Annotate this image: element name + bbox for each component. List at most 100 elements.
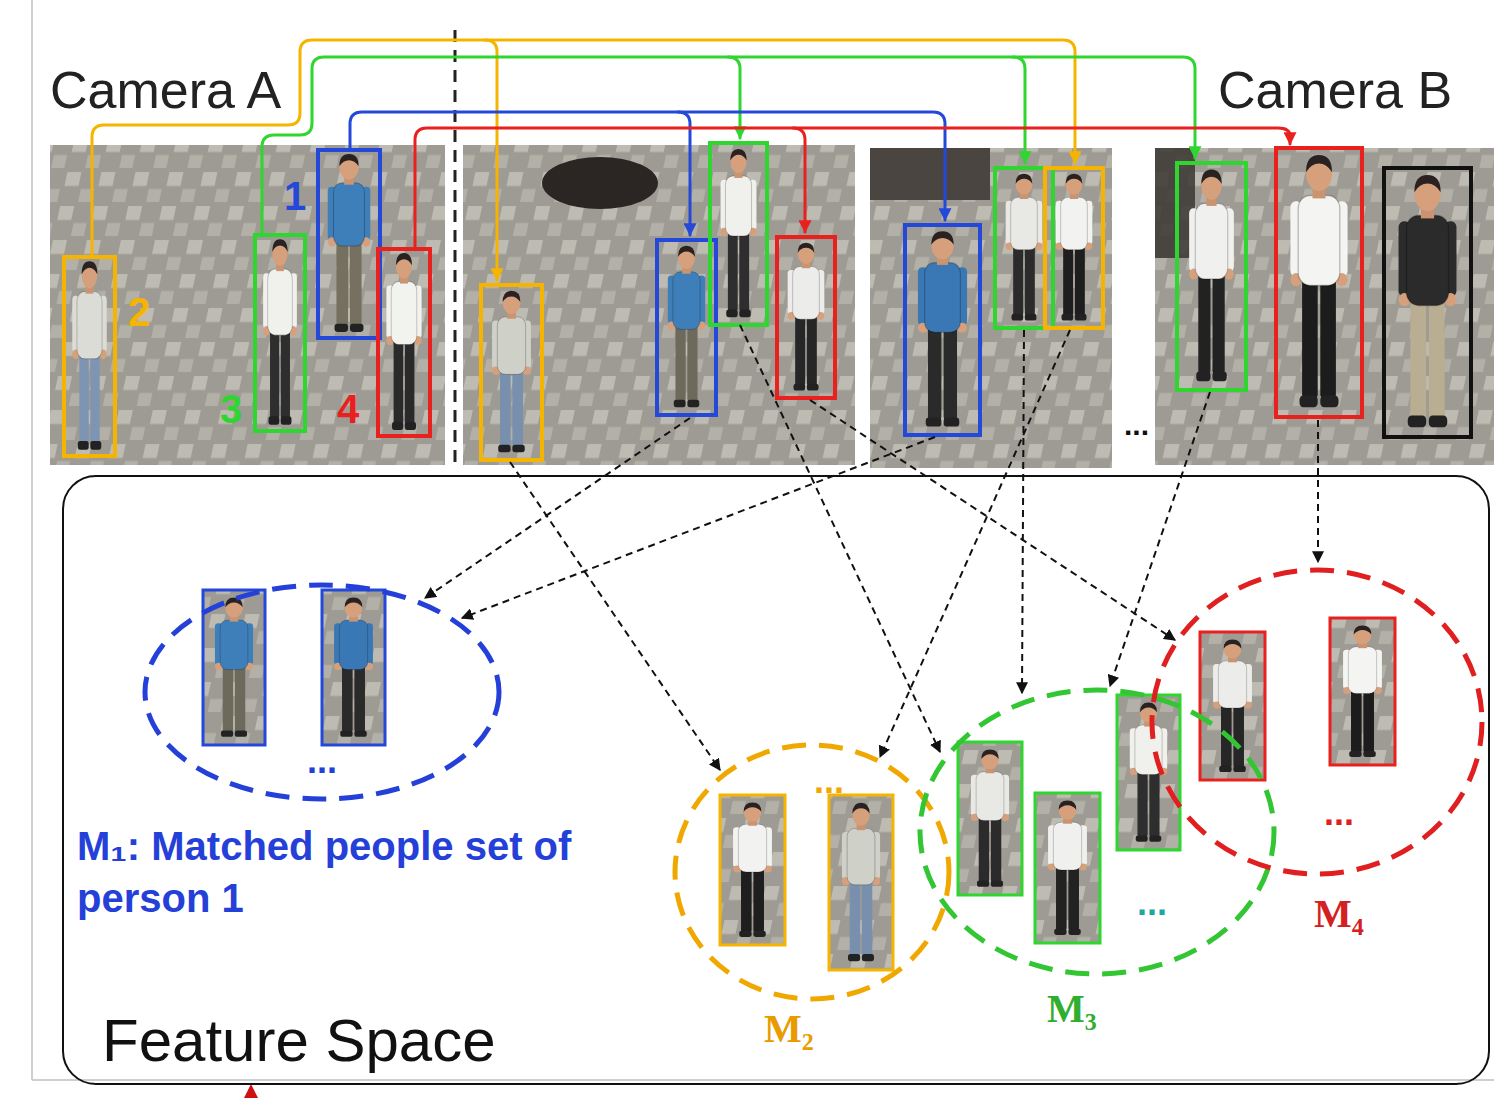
projection-arrow xyxy=(1110,392,1210,686)
person-thumbnail xyxy=(203,590,265,745)
detection-box xyxy=(1384,168,1471,437)
set-label: M₄ xyxy=(1314,892,1364,936)
camera-separator xyxy=(454,30,457,470)
match-arrow xyxy=(678,112,690,235)
person-thumbnail xyxy=(1330,618,1395,765)
ellipsis: ... xyxy=(814,763,844,799)
set-label: M₃ xyxy=(1047,987,1097,1031)
person-thumbnail xyxy=(1117,695,1180,850)
cluster-ellipse xyxy=(145,585,499,799)
ellipse-outline xyxy=(672,742,952,1002)
figure-part xyxy=(1330,618,1395,765)
photo-ground xyxy=(463,145,855,465)
person-figure xyxy=(1006,174,1043,321)
person-box: 3 xyxy=(253,233,307,433)
figure-part xyxy=(842,803,880,962)
figure-part xyxy=(215,598,253,737)
projection-arrow xyxy=(880,330,1070,757)
camera-label: Camera B xyxy=(1218,64,1452,116)
ellipsis: ... xyxy=(1124,410,1149,440)
person-figure xyxy=(1290,155,1347,407)
storefront xyxy=(870,148,990,200)
callout-number: 4 xyxy=(337,389,359,429)
set-label: M₁: Matched people set of person 1 xyxy=(77,820,577,924)
person-thumbnail xyxy=(958,742,1022,895)
match-arrow xyxy=(415,128,1290,247)
callout-number: 3 xyxy=(220,389,242,429)
match-set-ellipse: ...M₄ xyxy=(1149,567,1485,877)
person-figure xyxy=(328,154,371,332)
match-set-ellipse: ...M₂ xyxy=(672,742,952,1002)
figure-part xyxy=(1200,632,1265,780)
detection-box xyxy=(710,143,767,325)
person-box: 4 xyxy=(376,247,432,438)
person-figure xyxy=(386,253,421,430)
projection-arrow xyxy=(425,418,690,598)
match-arrow xyxy=(262,57,1195,233)
figure-part xyxy=(720,795,785,945)
ellipsis: ... xyxy=(1324,795,1354,831)
detection-box xyxy=(1276,148,1362,417)
figure-part xyxy=(1343,626,1382,757)
figure-part xyxy=(203,590,265,745)
person-box: 2 xyxy=(62,255,117,458)
person-thumbnail xyxy=(720,795,785,945)
figure-part xyxy=(733,803,772,937)
person-figure xyxy=(1189,169,1234,381)
panel-title: Feature Space xyxy=(102,1011,496,1071)
person-figure xyxy=(1399,175,1457,427)
callout-number: 2 xyxy=(128,292,150,332)
figure-part xyxy=(971,750,1009,887)
projection-arrow xyxy=(740,325,940,752)
motorbike xyxy=(542,157,658,209)
person-figure xyxy=(668,246,705,407)
photo-ground xyxy=(1155,148,1494,465)
figure-part xyxy=(1048,801,1087,935)
projection-arrow xyxy=(810,400,1175,640)
figure-part xyxy=(1035,793,1100,943)
match-set-ellipse: ...M₃ xyxy=(917,687,1277,977)
match-arrow xyxy=(793,128,805,232)
set-label: M₂ xyxy=(764,1007,814,1051)
person-figure xyxy=(492,291,531,452)
ellipse-outline xyxy=(1149,567,1485,877)
frame-line xyxy=(31,0,33,1080)
ellipse-outline xyxy=(917,687,1277,977)
feature-thumbnails xyxy=(203,590,1395,970)
figure-part xyxy=(720,795,785,945)
camera-b-photo xyxy=(463,143,1494,468)
person-figure xyxy=(1056,174,1093,321)
match-arrow xyxy=(485,40,497,280)
person-figure xyxy=(263,239,297,425)
photo-ground xyxy=(870,148,1112,468)
person-figure xyxy=(788,243,825,391)
person-thumbnail xyxy=(1200,632,1265,780)
match-set-ellipse: ...M₁: Matched people set of person 1 xyxy=(142,582,502,802)
projection-arrows xyxy=(425,325,1318,770)
person-figure xyxy=(918,231,967,426)
person-figure xyxy=(72,261,106,450)
person-thumbnail xyxy=(829,795,893,970)
figure-part xyxy=(958,742,1022,895)
cluster-ellipse xyxy=(675,745,949,999)
figure-part xyxy=(1117,695,1180,850)
figure-part xyxy=(203,590,265,745)
cluster-ellipse xyxy=(1152,570,1482,874)
detection-box xyxy=(1177,163,1246,390)
figure-part xyxy=(829,795,893,970)
figure-part xyxy=(334,598,373,737)
match-arrow xyxy=(728,57,740,138)
marker-triangle xyxy=(244,1084,258,1098)
projection-arrow xyxy=(1317,420,1319,562)
figure-part xyxy=(829,795,893,970)
person-thumbnail xyxy=(1035,793,1100,943)
ellipsis: ... xyxy=(1137,885,1167,921)
person-box: 1 xyxy=(316,148,382,340)
match-arrow xyxy=(1013,57,1025,163)
person-thumbnail xyxy=(322,590,385,745)
figure-part xyxy=(1213,640,1252,772)
detection-box xyxy=(905,225,980,435)
frame-line xyxy=(32,1079,1494,1081)
detection-box xyxy=(481,285,542,460)
